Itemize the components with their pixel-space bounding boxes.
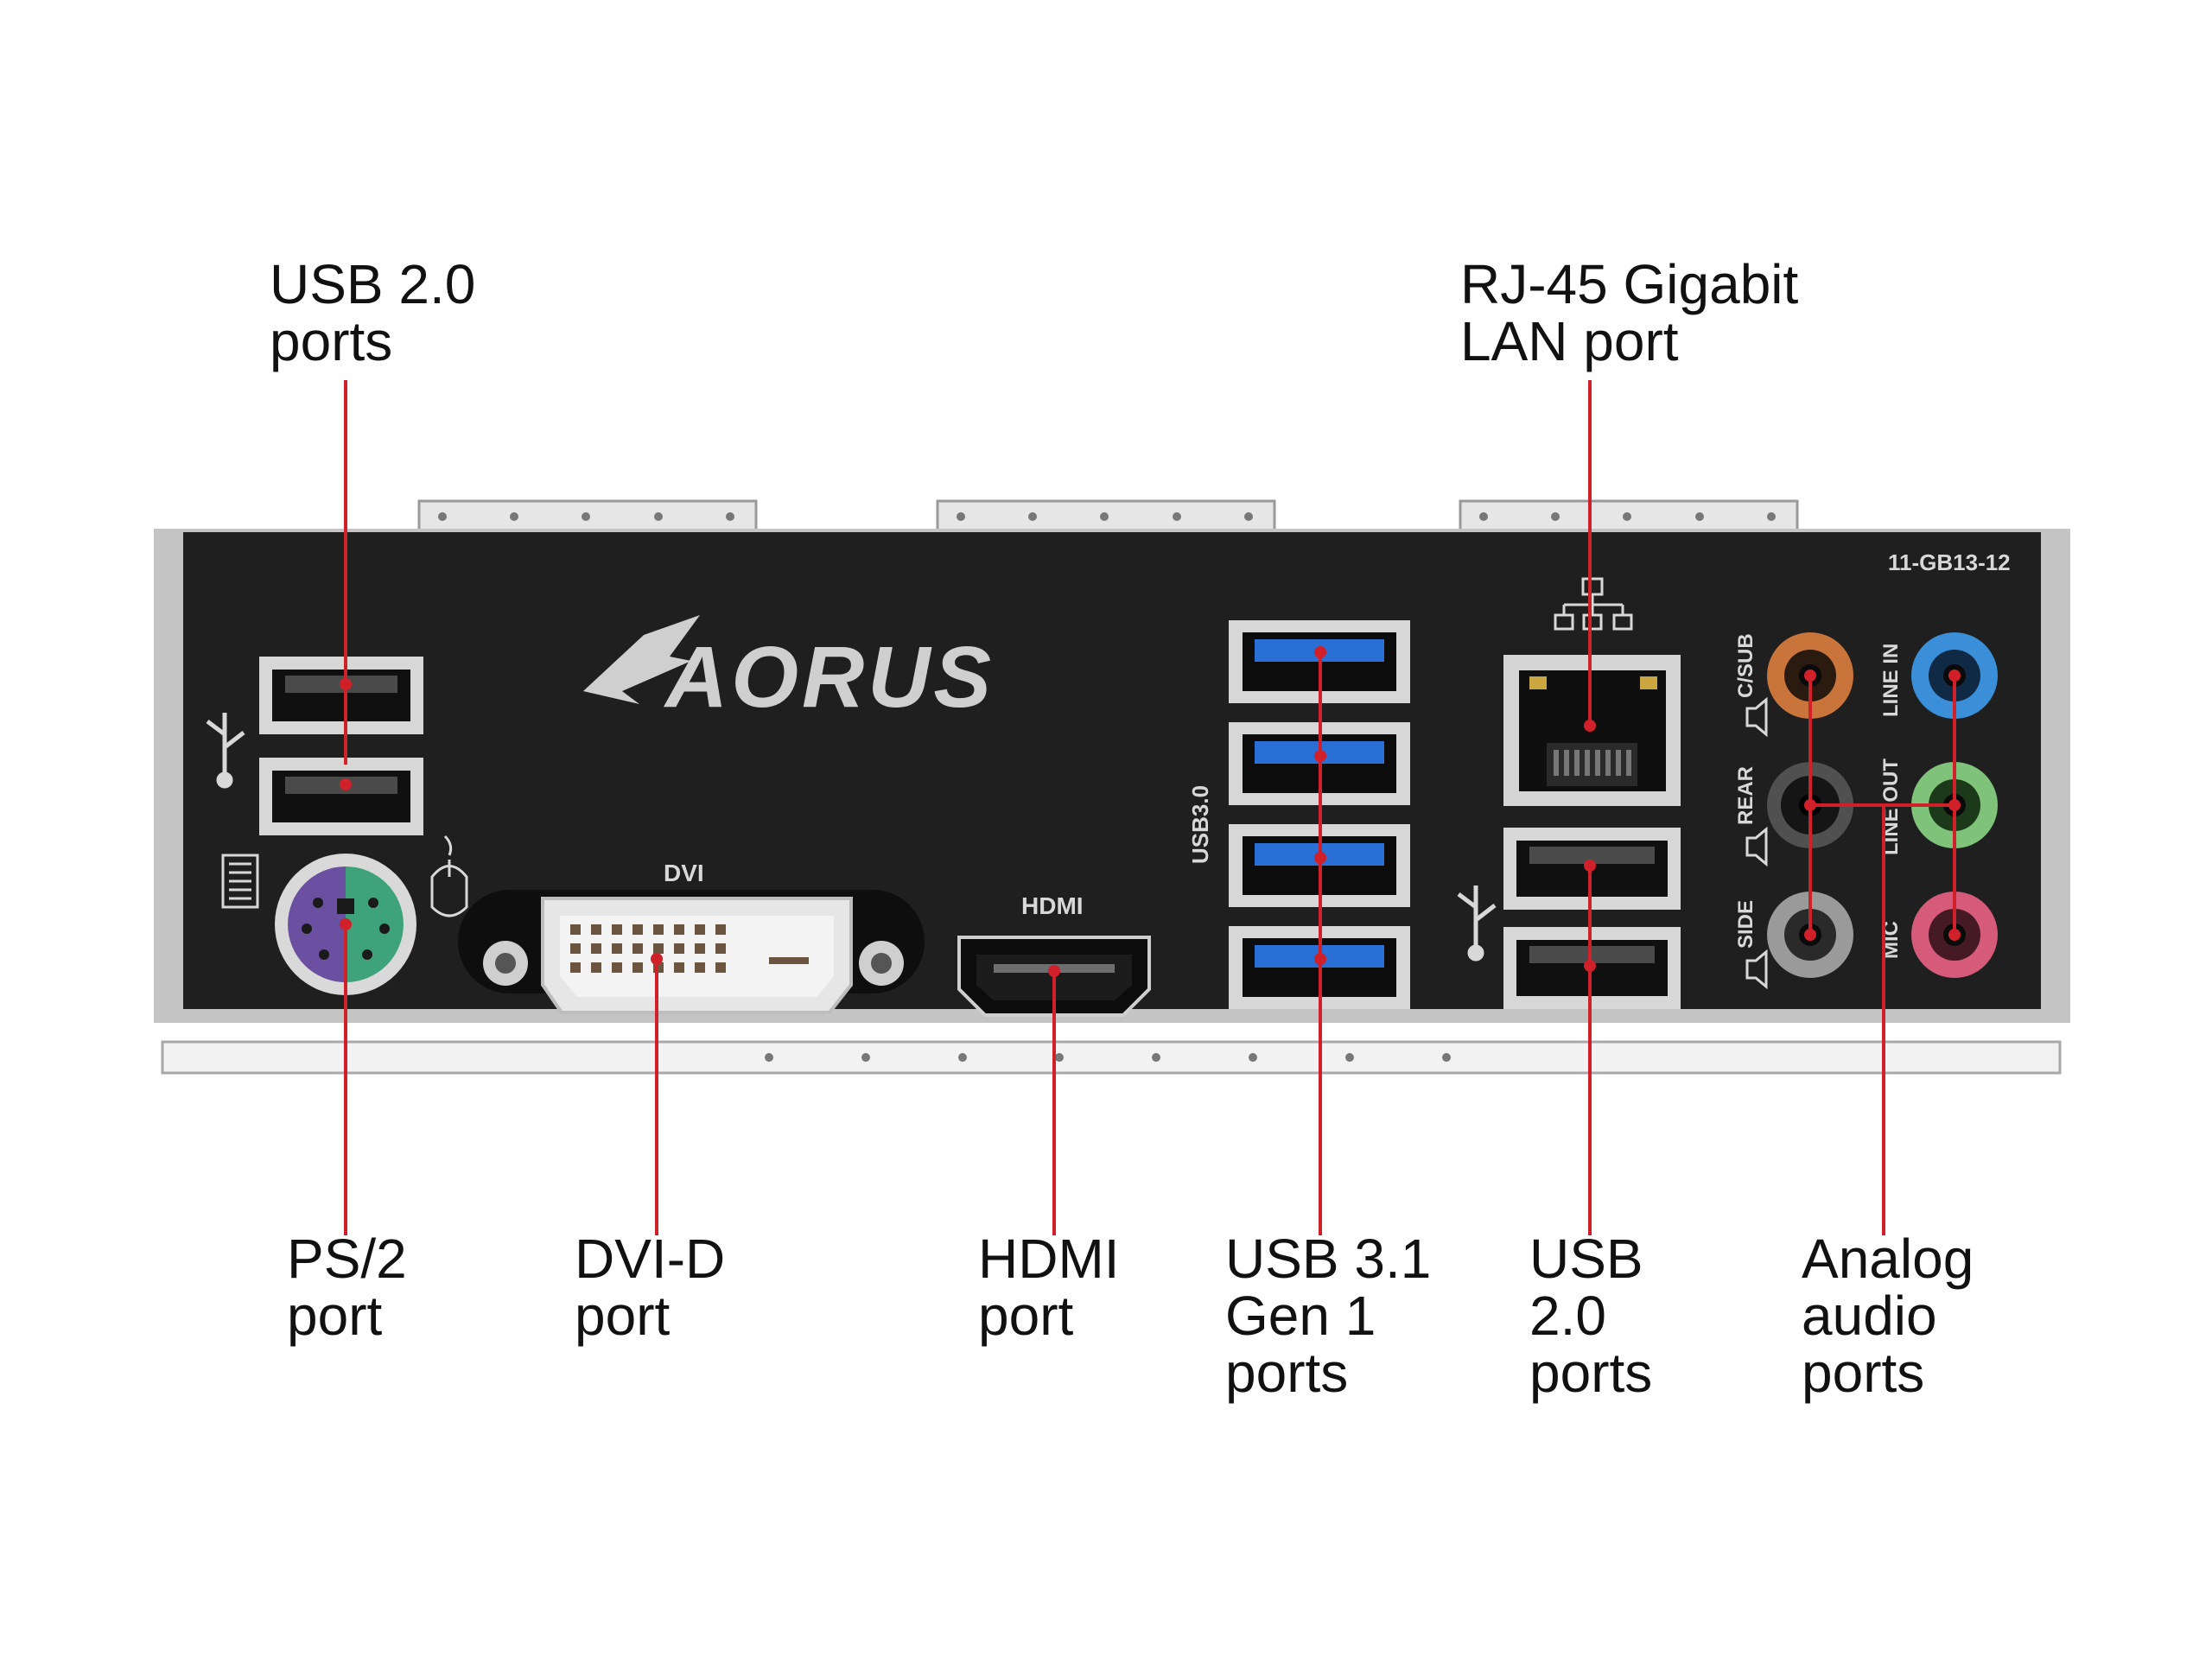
usb-icon xyxy=(1457,885,1497,962)
speaker-icon xyxy=(1745,826,1768,867)
audio-label-side: SIDE xyxy=(1734,900,1758,949)
dvi-pin xyxy=(715,943,726,954)
callout-line: USB 2.0 xyxy=(270,253,476,315)
callout-line: port xyxy=(287,1285,383,1347)
callout-line: DVI-D xyxy=(575,1228,726,1290)
hdmi-label: HDMI xyxy=(1021,892,1084,919)
audio-label-csub: C/SUB xyxy=(1734,633,1758,698)
audio-label-rear: REAR xyxy=(1734,766,1758,825)
usb3-label: USB3.0 xyxy=(1187,785,1213,864)
dvi-pin xyxy=(674,943,684,954)
leader-lines xyxy=(344,380,1956,1235)
audio-label-line-in: LINE IN xyxy=(1879,644,1903,717)
dvi-pin xyxy=(612,962,622,973)
dvi-pin xyxy=(591,962,601,973)
callout-line: port xyxy=(575,1285,671,1347)
callout-line: audio xyxy=(1802,1285,1937,1347)
callout-line: Gen 1 xyxy=(1225,1285,1376,1347)
callout-usb31: USB 3.1 Gen 1 ports xyxy=(1225,1230,1431,1401)
callout-line: HDMI xyxy=(978,1228,1120,1290)
callout-line: USB xyxy=(1529,1228,1643,1290)
callout-audio: Analog audio ports xyxy=(1802,1230,1974,1401)
callout-line: 2.0 xyxy=(1529,1285,1606,1347)
dvi-pin xyxy=(591,943,601,954)
mouse-icon xyxy=(430,835,468,917)
aorus-logo: AORUS xyxy=(583,615,995,726)
callout-line: port xyxy=(978,1285,1074,1347)
usb-icon xyxy=(206,713,245,789)
dvi-pin xyxy=(695,943,705,954)
dvi-pin xyxy=(632,924,643,935)
callout-line: PS/2 xyxy=(287,1228,407,1290)
keyboard-icon xyxy=(221,854,259,909)
dvi-pin xyxy=(715,924,726,935)
dvi-pin xyxy=(653,943,664,954)
speaker-icon xyxy=(1745,696,1768,738)
dvi-pin xyxy=(612,924,622,935)
dvi-pin xyxy=(695,962,705,973)
leader-dots xyxy=(340,646,1961,977)
dvi-label: DVI xyxy=(664,860,704,886)
dvi-pin xyxy=(632,943,643,954)
dvi-pin xyxy=(612,943,622,954)
dvi-pin-grid xyxy=(570,924,726,973)
dvi-pin xyxy=(695,924,705,935)
callout-line: RJ-45 Gigabit xyxy=(1460,253,1799,315)
dvi-pin xyxy=(591,924,601,935)
dvi-pin xyxy=(570,943,581,954)
brand-logo-text: AORUS xyxy=(663,629,995,726)
callout-usb2-bottom: USB 2.0 ports xyxy=(1529,1230,1652,1401)
network-icon xyxy=(1554,577,1633,631)
callout-dvid: DVI-D port xyxy=(575,1230,725,1344)
dvi-pin xyxy=(674,962,684,973)
usb2-ports-left xyxy=(259,657,423,835)
callout-line: ports xyxy=(1529,1342,1653,1404)
callout-usb2-top: USB 2.0 ports xyxy=(270,256,475,370)
callout-ps2: PS/2 port xyxy=(287,1230,407,1344)
callout-line: ports xyxy=(270,310,393,372)
callout-line: Analog xyxy=(1802,1228,1974,1290)
shield-bottom-lip xyxy=(161,1040,2062,1075)
callout-line: USB 3.1 xyxy=(1225,1228,1432,1290)
rj45-port xyxy=(1503,655,1681,806)
callout-hdmi: HDMI port xyxy=(978,1230,1120,1344)
callout-line: ports xyxy=(1225,1342,1349,1404)
callout-line: LAN port xyxy=(1460,310,1679,372)
dvi-pin xyxy=(715,962,726,973)
dvi-pin xyxy=(653,924,664,935)
dvi-pin xyxy=(570,962,581,973)
callout-line: ports xyxy=(1802,1342,1925,1404)
dvi-pin xyxy=(570,924,581,935)
part-number: 11-GB13-12 xyxy=(1888,549,2011,575)
dvi-pin xyxy=(674,924,684,935)
speaker-icon xyxy=(1745,949,1768,990)
callout-rj45: RJ-45 Gigabit LAN port xyxy=(1460,256,1798,370)
dvi-pin xyxy=(632,962,643,973)
